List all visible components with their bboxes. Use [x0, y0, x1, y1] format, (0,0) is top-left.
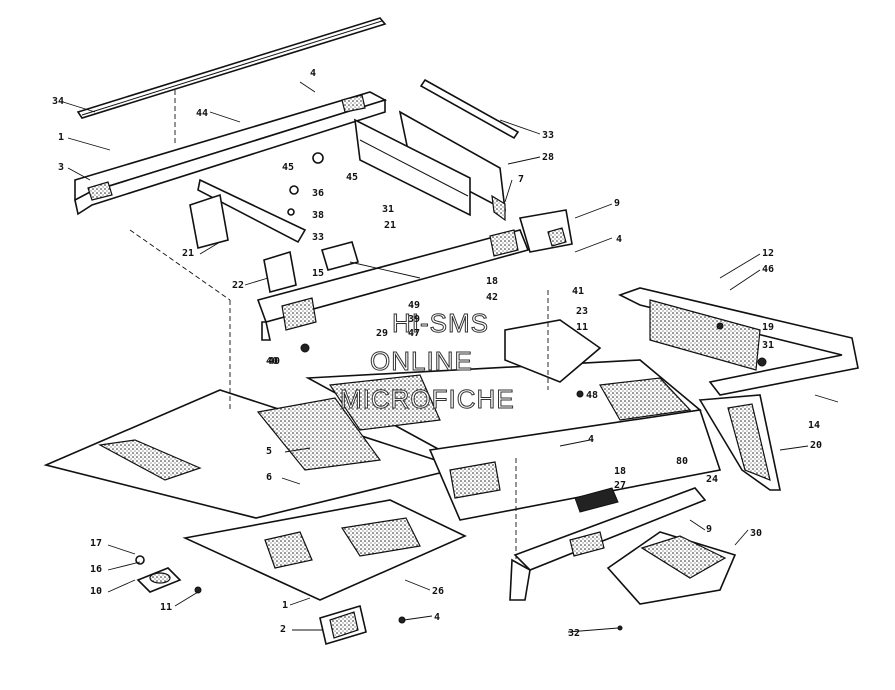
part-33-rear-rail: [419, 78, 520, 140]
part-1-floor-panel: [182, 499, 467, 601]
callout: 22: [232, 280, 244, 291]
callout: 29: [376, 328, 388, 339]
callout: 48: [586, 390, 598, 401]
callout: 5: [266, 446, 272, 457]
callout: 4: [310, 68, 316, 79]
callout: 30: [750, 528, 762, 539]
callout: 31: [382, 204, 394, 215]
part-3-angle-bracket: [74, 91, 388, 216]
callout: 18: [486, 276, 498, 287]
callout: 4: [434, 612, 440, 623]
watermark-line-3: MICROFICHE: [340, 384, 515, 414]
part-34-rail: [76, 17, 387, 119]
callout: 49: [408, 300, 420, 311]
part-30-step-block: [606, 531, 737, 605]
callout: 9: [706, 524, 712, 535]
part-10-light: [136, 567, 182, 593]
callout: 7: [518, 174, 524, 185]
callout: 15: [312, 268, 324, 279]
part-9-footrest: [509, 487, 707, 601]
callout: 40: [266, 356, 278, 367]
callout: 6: [266, 472, 272, 483]
leader-lines: [62, 81, 839, 633]
callout: 19: [762, 322, 774, 333]
callout: 14: [808, 420, 820, 431]
part-15-clip: [320, 241, 360, 271]
callout-labels: 34 4 44 1 33 3 45 45 28 36 7 9 38 31 21 …: [52, 68, 822, 639]
part-22-cross-member: [256, 229, 530, 341]
callout: 4: [588, 434, 594, 445]
callout: 33: [312, 232, 324, 243]
callout: 45: [282, 162, 294, 173]
part-9-brace: [518, 209, 573, 253]
callout: 44: [196, 108, 208, 119]
callout: 3: [58, 162, 64, 173]
callout: 47: [408, 328, 420, 339]
callout: 10: [90, 586, 102, 597]
callout: 12: [762, 248, 774, 259]
callout: 32: [568, 628, 580, 639]
callout: 80: [676, 456, 688, 467]
callout: 21: [384, 220, 396, 231]
part-22-bracket: [263, 250, 297, 293]
callout: 11: [160, 602, 172, 613]
callout: 18: [614, 466, 626, 477]
callout: 41: [572, 286, 584, 297]
callout: 4: [616, 234, 622, 245]
callout: 11: [576, 322, 588, 333]
callout: 1: [58, 132, 64, 143]
tunnel: [305, 359, 722, 521]
fasteners: [135, 152, 767, 631]
callout: 23: [576, 306, 588, 317]
part-2-plate: [319, 604, 367, 646]
callout: 34: [52, 96, 64, 107]
callout: 31: [762, 340, 774, 351]
callout: 27: [614, 480, 626, 491]
part-12-side-frame: [617, 287, 859, 491]
callout: 21: [182, 248, 194, 259]
callout: 16: [90, 564, 102, 575]
callout: 26: [432, 586, 444, 597]
callout: 28: [542, 152, 554, 163]
callout: 33: [542, 130, 554, 141]
callout: 9: [614, 198, 620, 209]
watermark-line-2: ONLINE: [370, 346, 473, 376]
watermark: HI-SMS ONLINE MICROFICHE: [340, 308, 515, 415]
callout: 1: [282, 600, 288, 611]
callout: 20: [810, 440, 822, 451]
part-28-rear-panel: [354, 110, 506, 222]
watermark-line-1: HI-SMS: [392, 308, 489, 338]
part-23-hump: [504, 319, 602, 383]
callout: 38: [312, 210, 324, 221]
callout: 36: [312, 188, 324, 199]
callout: 2: [280, 624, 286, 635]
assembly-lines: [129, 90, 549, 560]
callout: 40: [268, 356, 280, 367]
callout: 39: [408, 314, 420, 325]
callout: 17: [90, 538, 102, 549]
callout: 45: [346, 172, 358, 183]
callout: 46: [762, 264, 774, 275]
floor-pan: [43, 389, 463, 519]
part-21-channel: [189, 178, 307, 249]
callout: 24: [706, 474, 718, 485]
callout: 42: [486, 292, 498, 303]
